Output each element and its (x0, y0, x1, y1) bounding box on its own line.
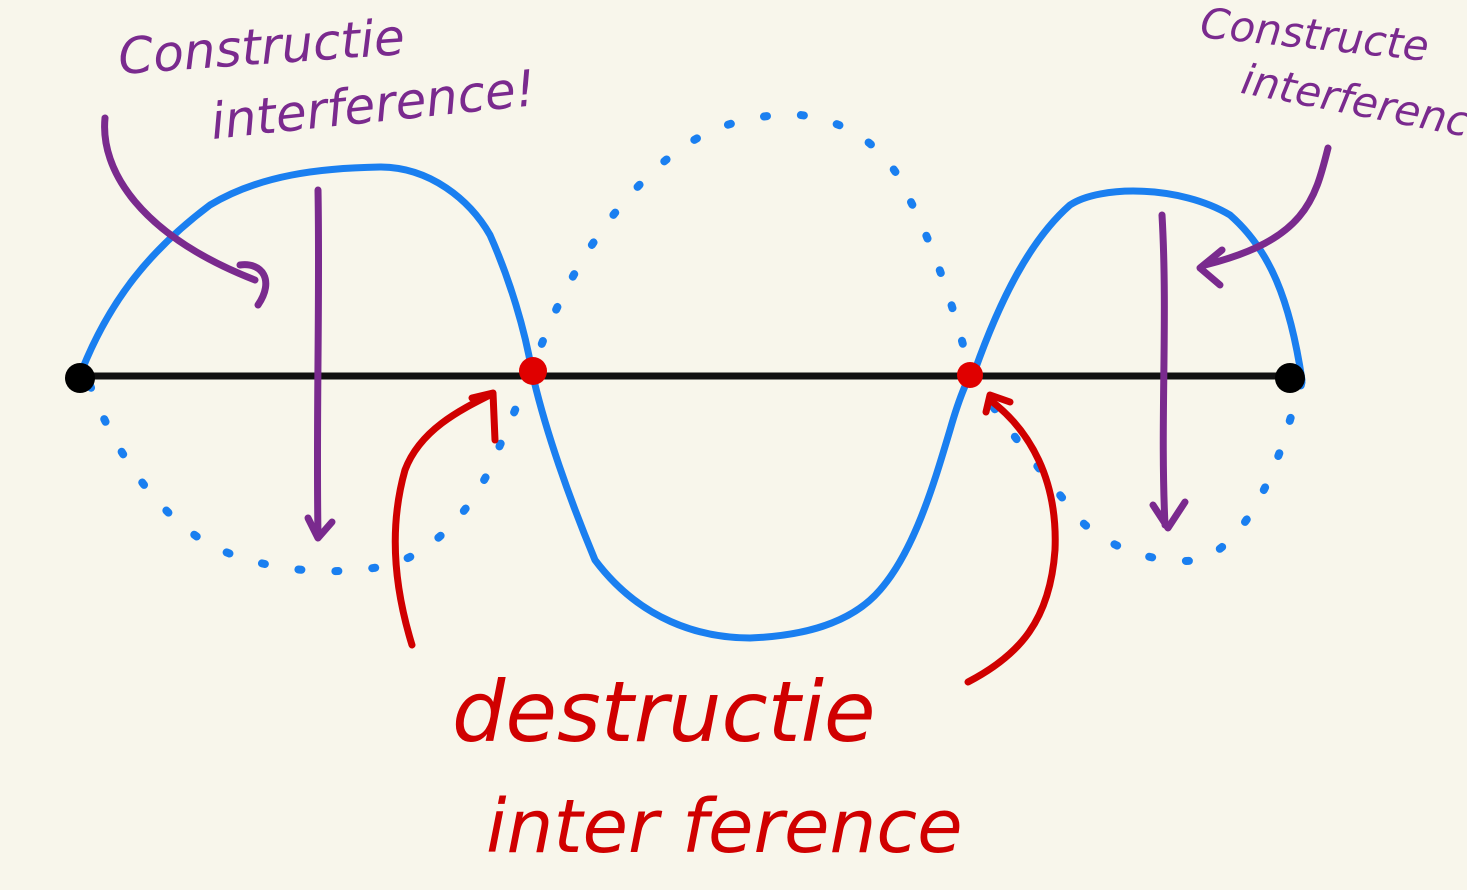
destructive-label-line1: destructie (452, 663, 876, 761)
right-endpoint (1275, 363, 1305, 393)
node-dot-right (957, 362, 983, 388)
destructive-pointer-right (964, 391, 1059, 686)
constructive-pointer-right (1196, 144, 1332, 289)
destructive-label-line2: inter ference (486, 784, 963, 870)
wave-dashed (86, 109, 1306, 576)
node-dot-left (519, 357, 547, 385)
constructive-pointer-left (101, 114, 270, 309)
destructive-pointer-left (391, 389, 499, 649)
antinode-arrow-left (304, 186, 336, 542)
left-endpoint (65, 363, 95, 393)
antinode-arrow-right (1149, 211, 1189, 532)
wave-solid (78, 163, 1306, 642)
